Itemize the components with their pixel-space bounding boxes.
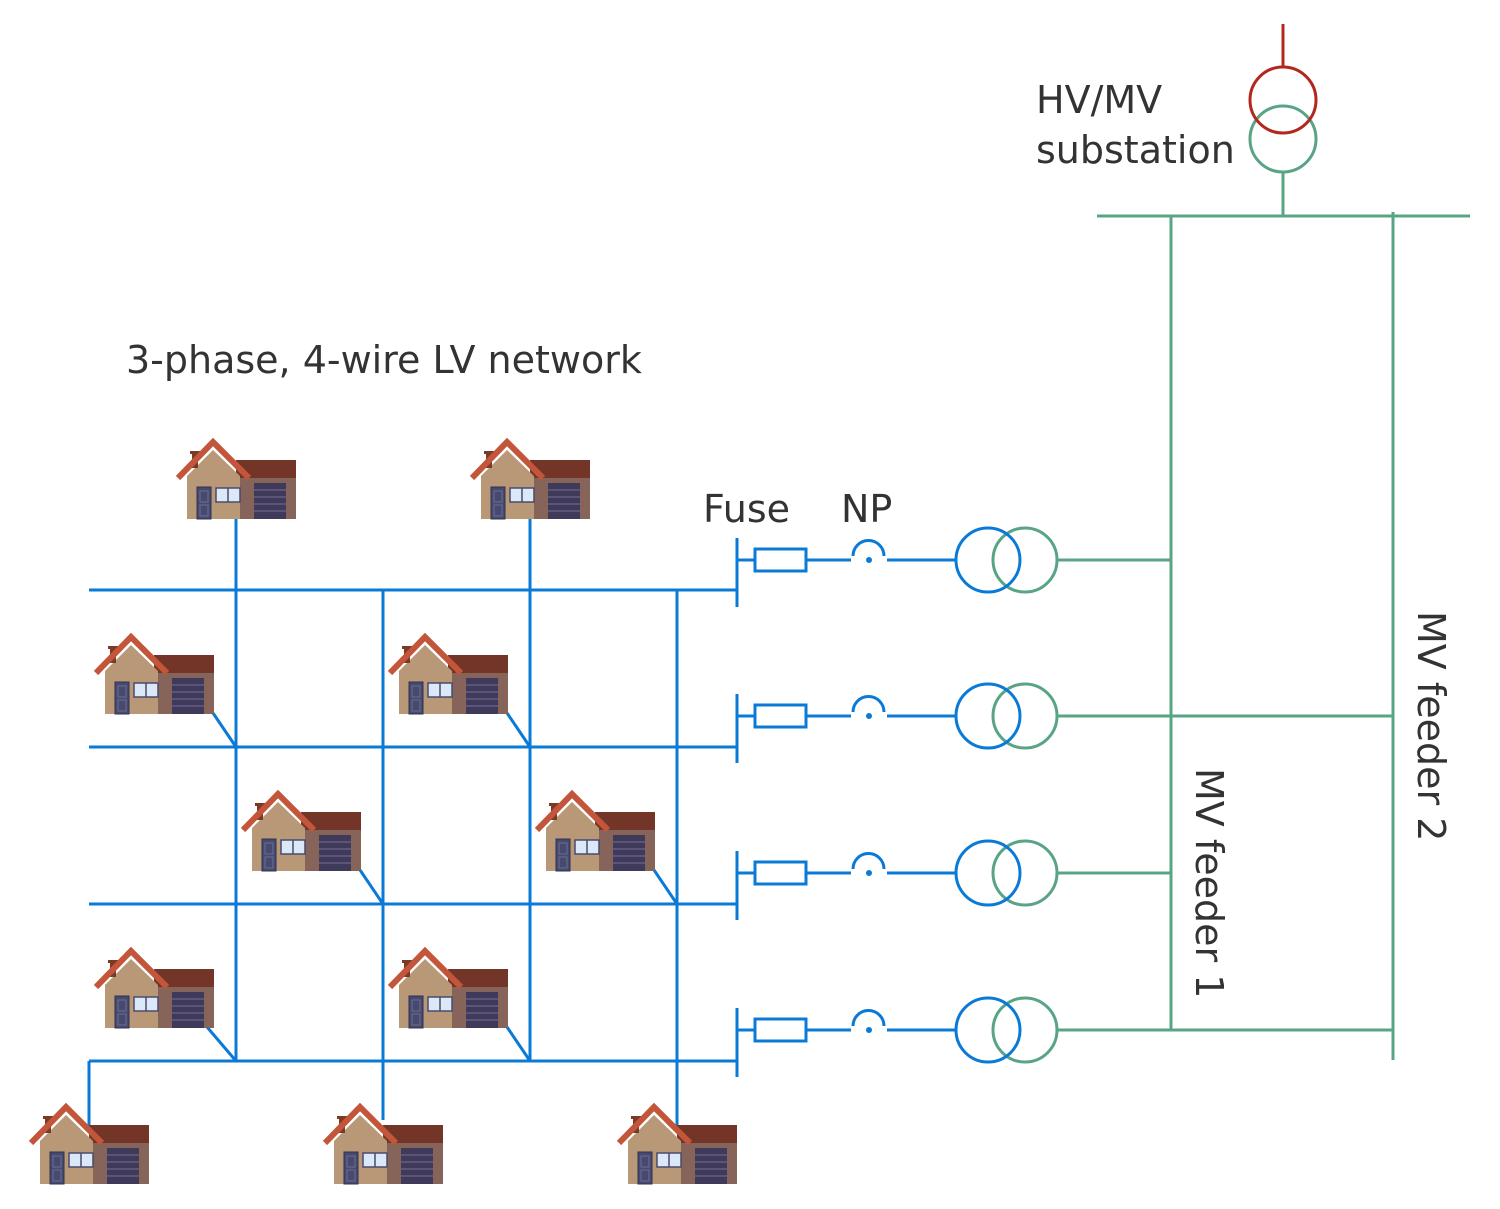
np-label: NP — [841, 487, 892, 531]
substation-label-line1: HV/MV — [1036, 78, 1162, 122]
np-icon — [851, 1009, 886, 1027]
substation-label-line2: substation — [1036, 128, 1235, 172]
mv-network — [1058, 173, 1470, 1060]
transformer-mv-coil-icon — [991, 682, 1059, 750]
network-title: 3-phase, 4-wire LV network — [126, 338, 642, 382]
np-dot — [866, 557, 872, 563]
fuse-icon — [753, 547, 808, 573]
hv-mv-transformer-icon — [1248, 24, 1318, 174]
np-icon — [851, 695, 886, 713]
np-icon — [851, 539, 886, 557]
transformer-lv-coil-icon — [954, 839, 1022, 907]
np-dot — [866, 870, 872, 876]
fuse-label: Fuse — [703, 487, 790, 531]
service-drop — [211, 712, 238, 748]
transformer-lv-coil-icon — [954, 682, 1022, 750]
transformer-mv-coil-icon — [991, 526, 1059, 594]
np-icon — [851, 852, 886, 870]
fuse-icon — [753, 860, 808, 886]
house-icon — [243, 794, 361, 871]
house-icon — [537, 794, 655, 871]
fuse-icon — [753, 1017, 808, 1043]
transformer-mv-coil-icon — [991, 839, 1059, 907]
transformer-mv-coil-icon — [991, 996, 1059, 1064]
np-dot — [866, 713, 872, 719]
house-icon — [390, 951, 508, 1028]
house-icon — [96, 951, 214, 1028]
service-drop — [505, 712, 532, 748]
house-icon — [96, 637, 214, 714]
mv-feeder-2-label: MV feeder 2 — [1409, 611, 1453, 841]
service-drop — [652, 869, 679, 905]
lv-grid — [87, 517, 737, 1128]
service-drop — [358, 869, 385, 905]
service-drop — [505, 1026, 532, 1062]
house-icon — [178, 442, 296, 519]
transformer-lv-coil-icon — [954, 526, 1022, 594]
house-icon — [390, 637, 508, 714]
service-drop — [205, 1026, 238, 1062]
fuse-icon — [753, 703, 808, 729]
np-dot — [866, 1027, 872, 1033]
mv-feeder-1-label: MV feeder 1 — [1187, 768, 1231, 998]
transformer-lv-coil-icon — [954, 996, 1022, 1064]
lv-substation-chains — [735, 526, 1059, 1077]
house-icon — [472, 442, 590, 519]
